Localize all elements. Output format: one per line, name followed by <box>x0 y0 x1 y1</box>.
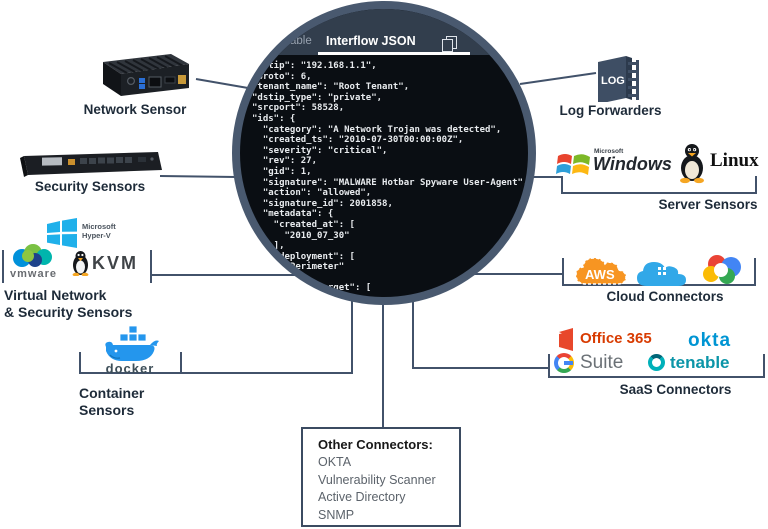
other-connector-active-directory: Active Directory <box>318 490 406 504</box>
tenable-icon <box>648 354 665 371</box>
vmware-icon <box>13 244 52 267</box>
log-forwarders-label: Log Forwarders <box>559 103 662 118</box>
kvm-label: KVM <box>92 253 138 273</box>
other-connector-vulnerability-scanner: Vulnerability Scanner <box>318 472 436 487</box>
windows-flag-icon <box>556 154 590 175</box>
copy-icon[interactable] <box>442 36 457 52</box>
kvm-penguin-icon <box>72 251 89 276</box>
security-sensors-image <box>20 152 162 177</box>
docker-icon <box>105 325 159 361</box>
hyperv-label-line2: Hyper-V <box>82 230 111 240</box>
container-sensors-label-line2: Sensors <box>79 402 135 418</box>
vmware-label: vmware <box>10 268 57 280</box>
tab-interflow-json[interactable]: Interflow JSON <box>326 34 416 48</box>
hyperv-label-line1: Microsoft <box>82 222 116 231</box>
google-cloud-icon <box>703 255 741 284</box>
interflow-json-code: "dstip": "192.168.1.1", "proto": 6, "ten… <box>252 61 528 294</box>
line-log-forwarders <box>519 72 597 85</box>
windows-label: Windows <box>593 154 672 174</box>
line-saas <box>412 297 549 369</box>
magnified-screenshot: able Interflow JSON "dstip": "192.168.1.… <box>240 9 528 297</box>
tab-bar: able Interflow JSON <box>240 9 528 55</box>
office365-label: Office 365 <box>580 330 652 347</box>
azure-cloud-icon <box>637 262 686 286</box>
log-icon-text: LOG <box>601 75 625 87</box>
office365-icon <box>559 328 573 351</box>
virtual-sensors-label: Virtual Network & Security Sensors <box>4 287 132 321</box>
aws-label: AWS <box>585 267 615 282</box>
line-docker <box>79 297 353 374</box>
line-server <box>531 176 757 194</box>
network-sensor-image <box>103 54 189 96</box>
virtual-sensors-label-line2: & Security Sensors <box>4 304 133 320</box>
saas-connectors-label: SaaS Connectors <box>619 382 732 397</box>
other-connectors-title: Other Connectors: <box>318 437 433 452</box>
server-sensors-label: Server Sensors <box>658 197 758 212</box>
security-sensors-label: Security Sensors <box>34 179 146 194</box>
gsuite-label: Suite <box>580 352 624 373</box>
log-forwarders-icon: LOG <box>598 56 639 102</box>
other-connector-snmp: SNMP <box>318 507 355 522</box>
windows-microsoft-label: Microsoft <box>594 148 624 155</box>
container-sensors-label: Container Sensors <box>79 385 144 419</box>
docker-label: docker <box>105 361 155 376</box>
network-sensor-label: Network Sensor <box>83 102 187 117</box>
linux-label: Linux <box>710 150 759 171</box>
tenable-label: tenable <box>670 353 730 372</box>
line-security-sensors <box>159 175 237 178</box>
magnifier-circle: able Interflow JSON "dstip": "192.168.1.… <box>232 1 536 305</box>
linux-tux-icon <box>680 144 704 184</box>
hyperv-icon <box>47 218 77 248</box>
aws-cloud-icon: AWS <box>575 257 627 285</box>
container-sensors-label-line1: Container <box>79 385 145 401</box>
virtual-sensors-label-line1: Virtual Network <box>4 287 107 303</box>
tab-table[interactable]: able <box>290 35 312 47</box>
gsuite-g-icon <box>554 353 574 373</box>
other-connector-okta: OKTA <box>318 455 352 469</box>
line-network-sensor <box>195 78 249 89</box>
cloud-connectors-label: Cloud Connectors <box>606 289 724 304</box>
bracket-saas <box>548 354 765 378</box>
okta-label: okta <box>688 330 732 351</box>
active-tab-underline <box>318 52 470 55</box>
other-connectors-box: Other Connectors: OKTA Vulnerability Sca… <box>301 427 461 527</box>
hyperv-label: Microsoft Hyper-V <box>82 222 116 240</box>
